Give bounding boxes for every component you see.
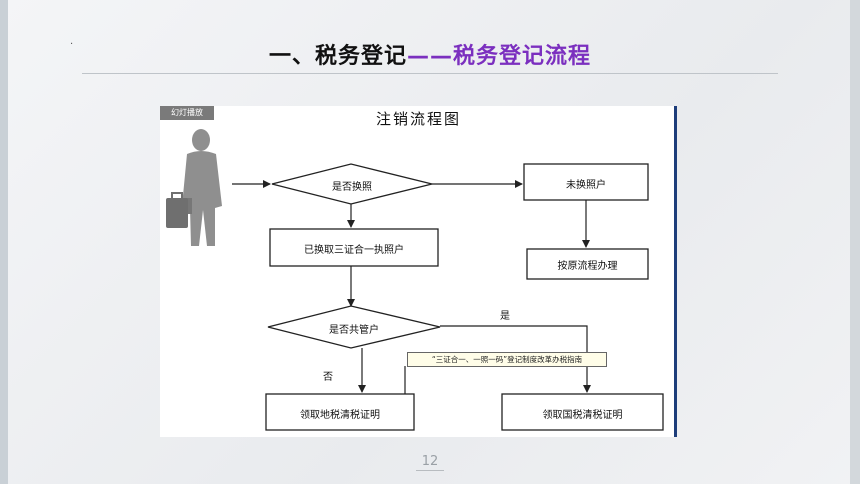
title-divider bbox=[82, 73, 778, 74]
decorative-dot: . bbox=[70, 36, 74, 47]
label-yes: 是 bbox=[500, 311, 510, 322]
slide-frame-right bbox=[850, 0, 860, 484]
box-original-process bbox=[526, 248, 649, 280]
decision-changed-license bbox=[271, 163, 433, 205]
image-right-border bbox=[674, 106, 677, 437]
slide-title: 一、税务登记——税务登记流程 bbox=[0, 38, 860, 70]
decision-co-managed bbox=[267, 305, 441, 349]
box-state-tax bbox=[501, 393, 664, 431]
page-number-rule bbox=[416, 470, 444, 471]
title-main: 一、税务登记 bbox=[268, 44, 407, 69]
slideshow-tab: 幻灯播放 bbox=[160, 106, 214, 120]
label-original-process: 按原流程办理 bbox=[557, 261, 618, 272]
person-silhouette-icon bbox=[166, 129, 222, 246]
title-sub: 税务登记流程 bbox=[453, 44, 592, 69]
label-decision-1: 是否换照 bbox=[332, 182, 372, 193]
flowchart-image: 幻灯播放 注销流程图 bbox=[160, 106, 677, 437]
box-not-changed bbox=[523, 163, 649, 201]
box-local-tax bbox=[265, 393, 415, 431]
title-dash: —— bbox=[407, 44, 453, 69]
arrow-decision2-to-statetax bbox=[440, 325, 591, 393]
box-changed bbox=[269, 228, 439, 267]
flowchart-title: 注销流程图 bbox=[375, 110, 461, 128]
label-state-tax: 领取国税清税证明 bbox=[542, 410, 623, 421]
slide-frame-left bbox=[0, 0, 8, 484]
guide-note: “三证合一、一照一码”登记制度改革办税指南 bbox=[407, 352, 607, 367]
label-no: 否 bbox=[323, 372, 333, 383]
label-local-tax: 领取地税清税证明 bbox=[300, 410, 380, 421]
label-decision-2: 是否共管户 bbox=[329, 325, 379, 336]
label-not-changed: 未换照户 bbox=[566, 180, 606, 191]
label-changed: 已换取三证合一执照户 bbox=[304, 245, 404, 256]
page-number: 12 bbox=[421, 454, 439, 469]
flowchart-svg bbox=[166, 129, 664, 431]
